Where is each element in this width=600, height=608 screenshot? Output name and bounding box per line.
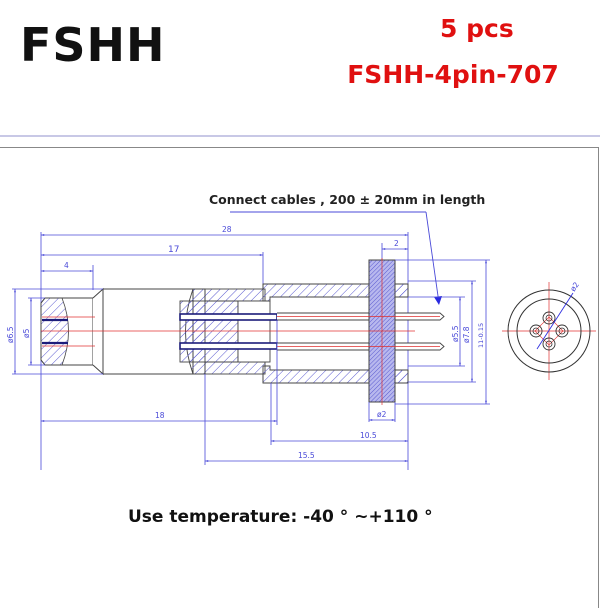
quantity-label: 5 pcs <box>440 14 514 43</box>
brand-title: FSHH <box>20 18 166 72</box>
end-view-dia-label: ø2 <box>568 280 581 293</box>
drawing-frame <box>0 147 599 608</box>
end-view <box>502 282 596 380</box>
header-divider <box>0 135 600 137</box>
dim-dia-5-5-label: ø5.5 <box>451 325 460 342</box>
dim-dia-11-label: 11-0.15 <box>477 323 485 348</box>
cable-length-note: Connect cables , 200 ± 20mm in length <box>209 192 486 207</box>
dim-dia-7-8-label: ø7.8 <box>462 326 471 343</box>
flange-collar <box>394 283 409 298</box>
dimension-flange-thickness <box>368 402 396 422</box>
dimension-dia-5 <box>28 297 45 366</box>
cable-note-leader <box>230 211 440 304</box>
temperature-range: Use temperature: -40 ° ~+110 ° <box>128 507 433 527</box>
dimension-4 <box>41 265 94 290</box>
dim-17-label: 17 <box>168 245 179 255</box>
dim-10-5-label: 10.5 <box>360 431 377 440</box>
dimension-dia-6-5 <box>12 288 103 375</box>
leader-arrow-icon <box>434 296 442 305</box>
dim-4-label: 4 <box>64 261 69 270</box>
dimension-18 <box>41 320 278 465</box>
dim-dia-5-label: ø5 <box>22 328 31 338</box>
flange-collar <box>394 369 409 384</box>
dimension-dia-7-8 <box>408 280 476 383</box>
dim-2-label: 2 <box>394 239 399 248</box>
dim-28-label: 28 <box>222 225 232 234</box>
dimension-dia-11 <box>395 259 490 405</box>
dimension-dia-5-5 <box>408 296 465 367</box>
dim-15-5-label: 15.5 <box>298 451 315 460</box>
model-number: FSHH-4pin-707 <box>347 60 559 89</box>
dim-18-label: 18 <box>155 411 165 420</box>
dim-dia-6-5-label: ø6.5 <box>6 326 15 343</box>
center-lines <box>41 258 440 405</box>
dimension-17 <box>41 252 264 285</box>
dim-flange-label: ø2 <box>377 410 387 419</box>
nose-hatch <box>40 297 69 366</box>
